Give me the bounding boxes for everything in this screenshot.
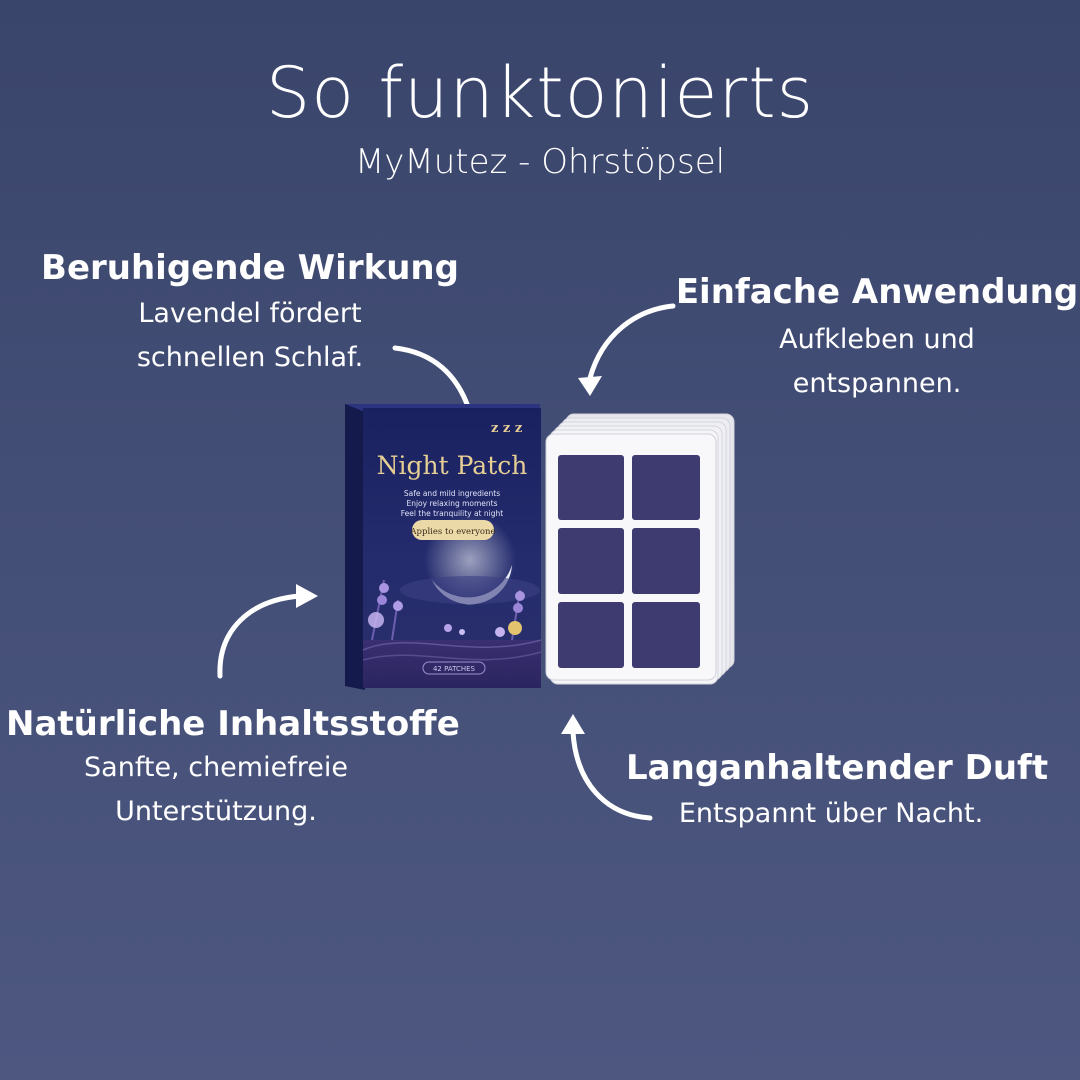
curved-arrow-icon xyxy=(570,729,653,821)
feature-text: Entspannt über Nacht. xyxy=(626,792,1036,836)
product-box: z z z Night Patch Safe and mild ingredie… xyxy=(345,404,542,690)
curved-arrow-icon xyxy=(217,593,303,679)
arrowhead-icon xyxy=(561,714,585,734)
feature-text-line: Lavendel fördert xyxy=(138,298,362,329)
box-product-name: Night Patch xyxy=(377,451,528,480)
patch-square xyxy=(632,602,700,668)
feature-text-line: Entspannt über Nacht. xyxy=(678,798,984,829)
patch-square xyxy=(632,455,700,520)
feature-text: Aufkleben und entspannen. xyxy=(672,318,1080,406)
lavender-flower-icon xyxy=(368,579,525,641)
feature-long-lasting: Langanhaltender Duft Entspannt über Nach… xyxy=(626,748,1049,836)
page-title: So funktonierts xyxy=(265,52,815,134)
box-tagline: Feel the tranquility at night xyxy=(401,509,503,518)
feature-calming: Beruhigende Wirkung Lavendel fördert sch… xyxy=(40,248,460,380)
feature-natural-ingredients: Natürliche Inhaltsstoffe Sanfte, chemief… xyxy=(6,704,460,834)
patch-square xyxy=(558,528,624,594)
arrowhead-icon xyxy=(296,584,318,608)
box-zzz: z z z xyxy=(491,421,522,436)
feature-text: Sanfte, chemiefreie Unterstützung. xyxy=(6,746,426,834)
box-badge-label: Applies to everyone xyxy=(409,527,495,537)
box-patch-count: 42 PATCHES xyxy=(433,665,476,673)
feature-text-line: entspannen. xyxy=(792,368,962,399)
box-tagline: Enjoy relaxing moments xyxy=(406,499,497,508)
patch-square xyxy=(632,528,700,594)
patch-square xyxy=(558,455,624,520)
feature-heading: Natürliche Inhaltsstoffe xyxy=(6,704,460,744)
feature-text-line: Unterstützung. xyxy=(115,796,317,827)
feature-text-line: Sanfte, chemiefreie xyxy=(84,752,348,783)
patch-square xyxy=(558,602,624,668)
feature-easy-application: Einfache Anwendung Aufkleben und entspan… xyxy=(672,272,1080,406)
feature-text-line: Aufkleben und xyxy=(779,324,975,355)
patch-sheets xyxy=(545,413,735,685)
box-badge xyxy=(412,520,494,540)
feature-heading: Langanhaltender Duft xyxy=(626,748,1049,788)
feature-heading: Einfache Anwendung xyxy=(675,272,1079,312)
curved-arrow-icon xyxy=(587,303,676,381)
page-subtitle: MyMutez - Ohrstöpsel xyxy=(354,142,726,182)
box-tagline: Safe and mild ingredients xyxy=(404,489,500,498)
feature-heading: Beruhigende Wirkung xyxy=(41,248,459,288)
feature-text-line: schnellen Schlaf. xyxy=(136,342,364,373)
arrowhead-icon xyxy=(578,376,602,396)
feature-text: Lavendel fördert schnellen Schlaf. xyxy=(40,292,460,380)
